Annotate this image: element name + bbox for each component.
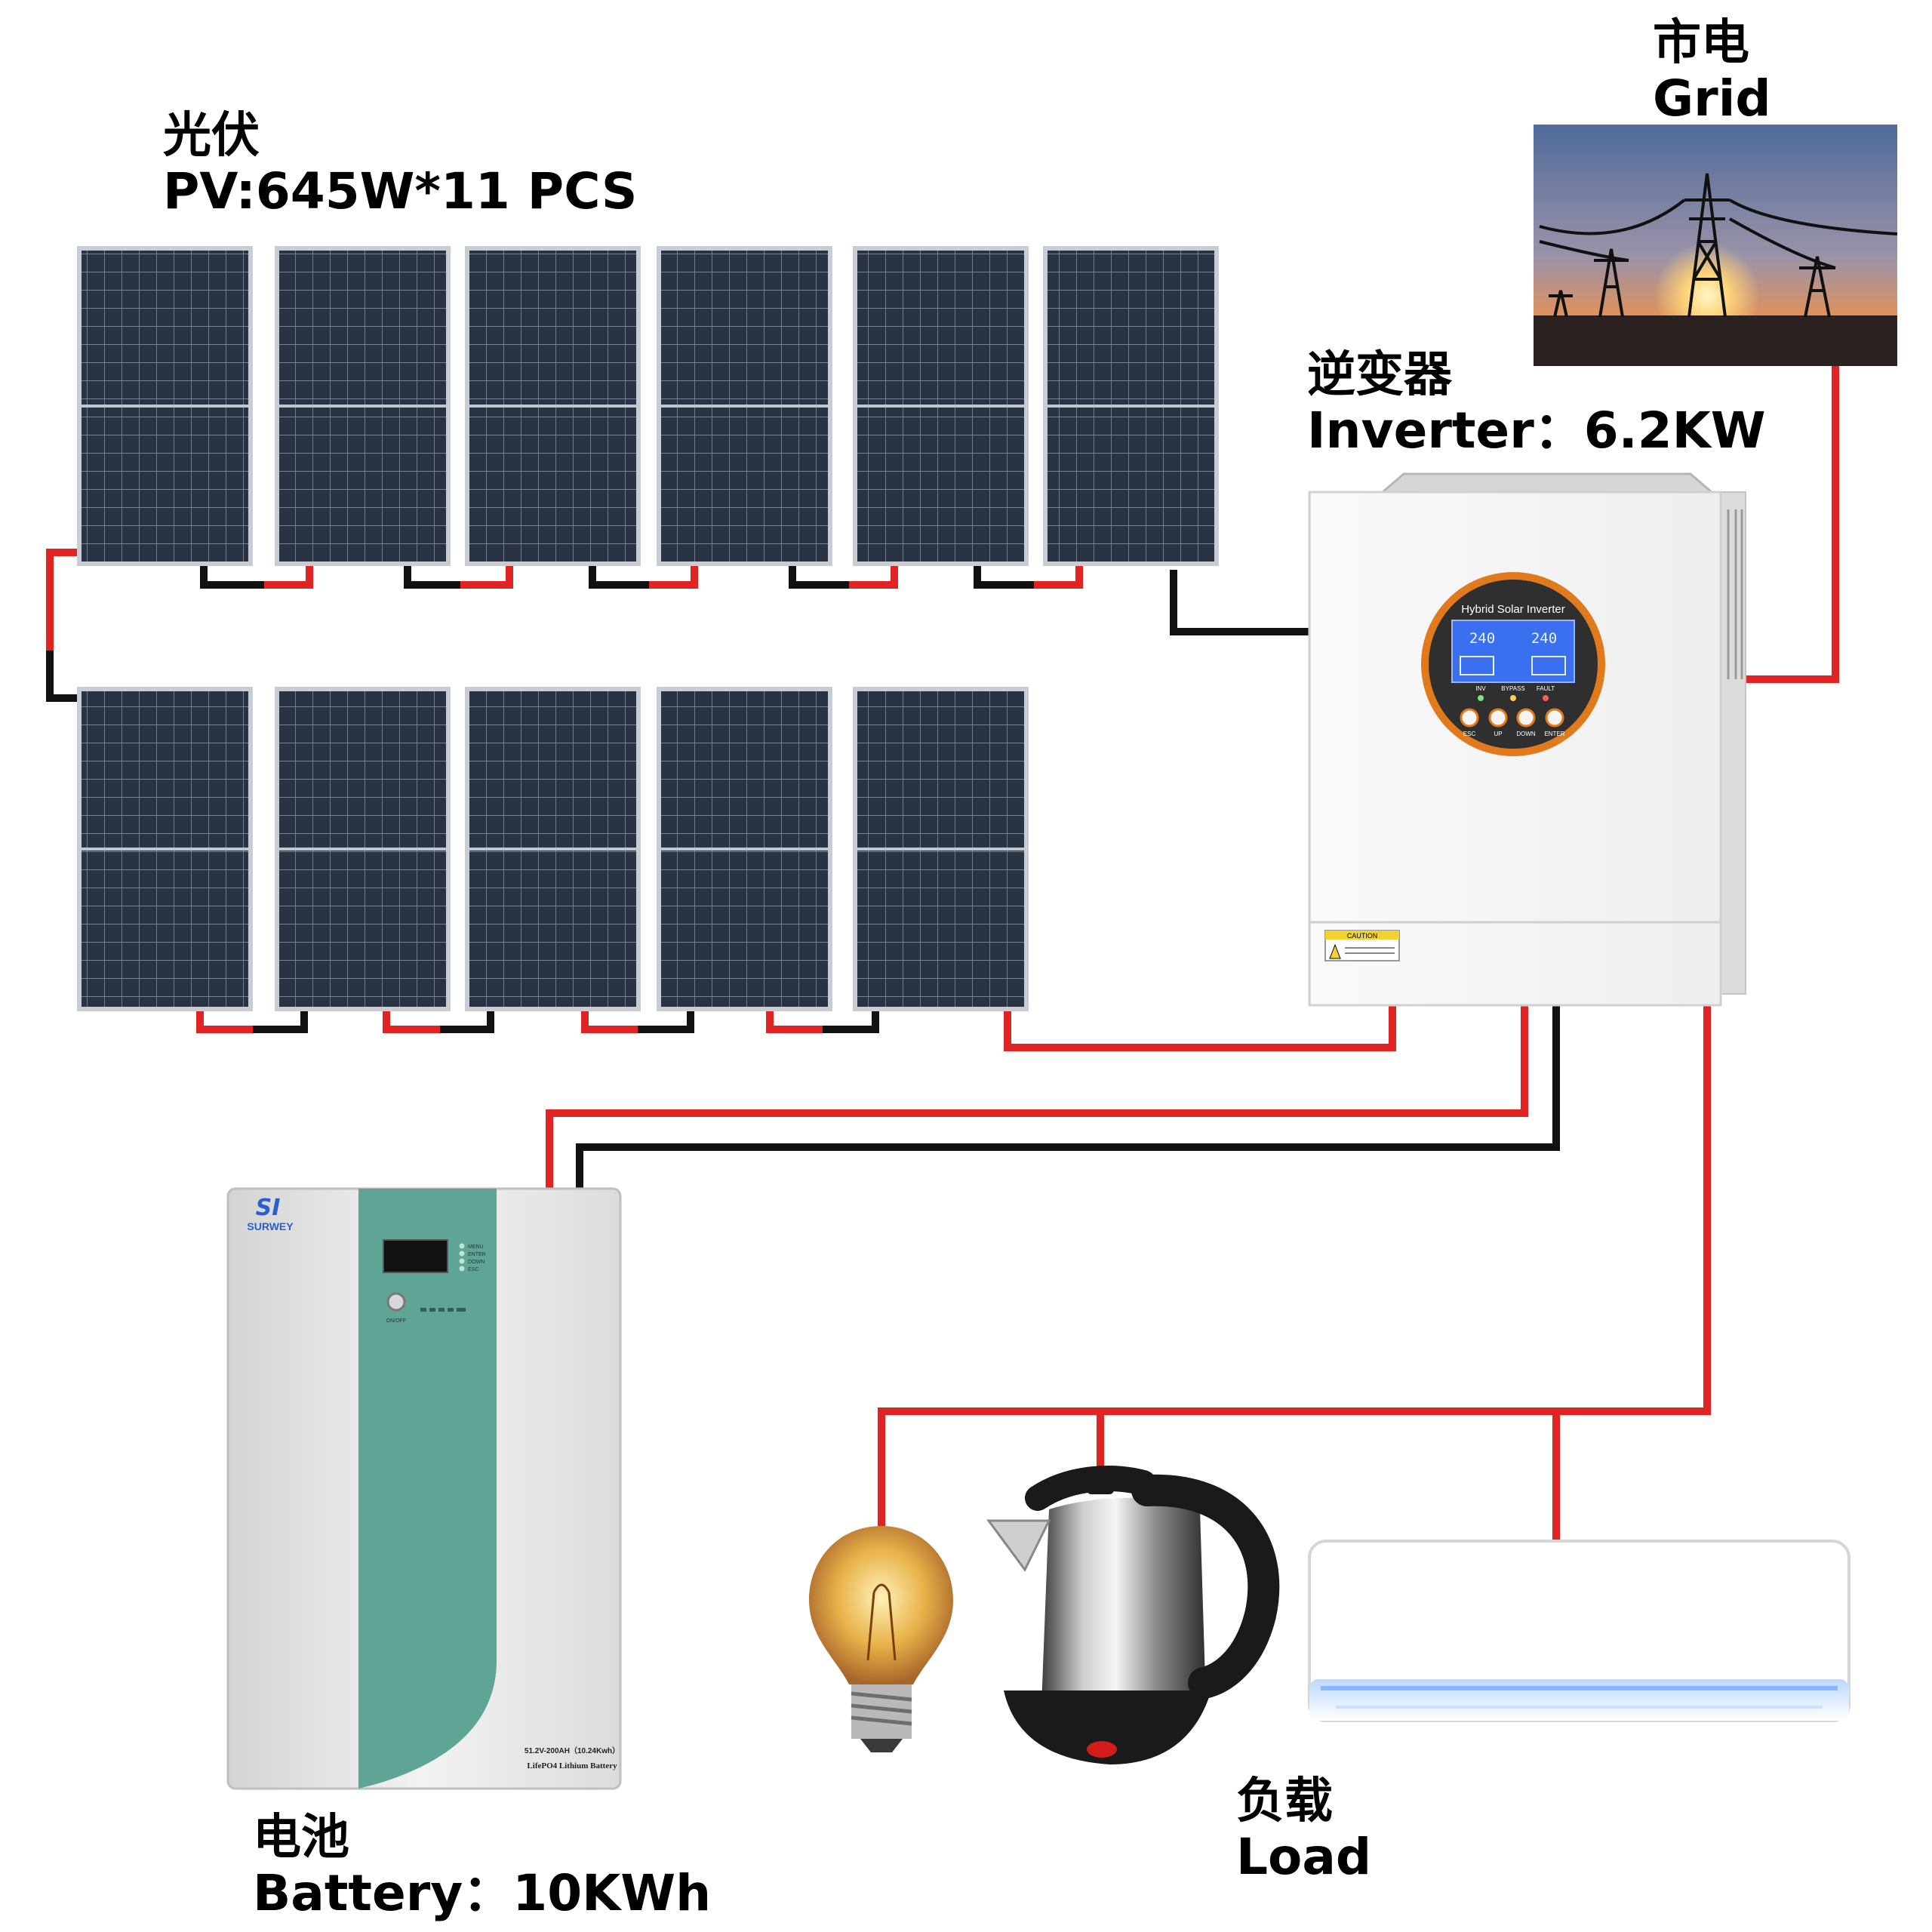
battery-label-zh: 电池 [253,1811,711,1866]
pv-label-en: PV:645W*11 PCS [163,164,637,220]
pv-row-link-red [50,552,79,651]
inverter-up-label: UP [1494,731,1502,737]
pv-array [77,246,1219,1011]
inverter-caution-sticker: CAUTION [1325,931,1399,961]
battery-enter-label: ENTER [468,1252,486,1257]
solar-panel-icon [275,687,451,1011]
battery-logo: SI [256,1195,281,1221]
battery-power-button[interactable] [388,1294,405,1310]
pv-label: 光伏 PV:645W*11 PCS [163,109,637,220]
battery-chemistry: LifePO4 Lithium Battery [527,1761,617,1770]
pv-to-inverter-positive [1008,1004,1392,1048]
pv-row-link-black [50,651,79,698]
battery-down-label: DOWN [468,1260,485,1265]
inverter-display-title: Hybrid Solar Inverter [1461,603,1565,616]
load-wire [881,1004,1707,1528]
air-conditioner-icon [1309,1541,1849,1721]
solar-panel-icon [77,687,253,1011]
grid-photo [1534,125,1897,366]
load-label-zh: 负载 [1236,1775,1371,1829]
pv-link-black [823,1011,875,1029]
pv-link-black [440,1011,491,1029]
inverter-indicator-inv: INV [1475,685,1486,692]
inverter-label-en: Inverter：6.2KW [1307,403,1766,459]
inverter-label: 逆变器 Inverter：6.2KW [1307,349,1766,459]
inverter-lcd-right: 240 [1531,630,1557,647]
solar-panel-icon [853,246,1029,566]
pv-link-black [253,1011,304,1029]
solar-panel-icon [657,687,832,1011]
battery-label: 电池 Battery：10KWh [253,1811,711,1921]
inverter-enter-button[interactable] [1546,709,1563,726]
pv-link-black [638,1011,691,1029]
grid-label-en: Grid [1653,71,1771,127]
load-label: 负载 Load [1236,1775,1371,1885]
pv-link-red [585,1011,638,1029]
kettle-icon [989,1478,1263,1764]
pv-link-red [770,1011,823,1029]
inverter-down-button[interactable] [1518,709,1534,726]
pv-to-inverter-negative [1174,570,1309,632]
battery-spec: 51.2V-200AH（10.24Kwh） [525,1746,620,1755]
solar-panel-icon [465,246,641,566]
inverter-indicator-bypass: BYPASS [1501,685,1524,692]
pv-link-red [386,1011,440,1029]
inverter-indicator-fault: FAULT [1537,685,1555,692]
load-label-en: Load [1236,1829,1371,1885]
solar-panel-icon [465,687,641,1011]
light-bulb-icon [809,1526,953,1752]
inverter-caution-text: CAUTION [1347,932,1378,940]
battery-device: MENU ENTER DOWN ESC ON/OFF SI SURWEY 51.… [228,1189,620,1789]
solar-panel-icon [77,246,253,566]
pv-label-zh: 光伏 [163,109,637,164]
solar-panel-icon [657,246,832,566]
solar-panel-icon [275,246,451,566]
inverter-up-button[interactable] [1490,709,1506,726]
battery-brand: SURWEY [247,1220,294,1232]
inverter-label-zh: 逆变器 [1307,349,1766,403]
grid-label: 市电 Grid [1653,17,1771,127]
inverter-down-label: DOWN [1516,731,1536,737]
battery-esc-label: ESC [468,1267,478,1272]
inverter-esc-button[interactable] [1461,709,1478,726]
inverter-esc-label: ESC [1463,731,1476,737]
inverter-enter-label: ENTER [1544,731,1564,737]
pv-link-red [200,1011,253,1029]
grid-label-zh: 市电 [1653,17,1771,71]
solar-panel-icon [1043,246,1219,566]
battery-power-label: ON/OFF [386,1318,406,1324]
battery-menu-label: MENU [468,1244,484,1250]
inverter-device: Hybrid Solar Inverter 240 240 INV BYPASS… [1309,474,1746,1005]
battery-label-en: Battery：10KWh [253,1866,711,1921]
solar-panel-icon [853,687,1029,1011]
battery-negative-wire [580,1004,1556,1189]
battery-positive-wire [549,1004,1524,1189]
inverter-lcd-left: 240 [1469,630,1495,647]
